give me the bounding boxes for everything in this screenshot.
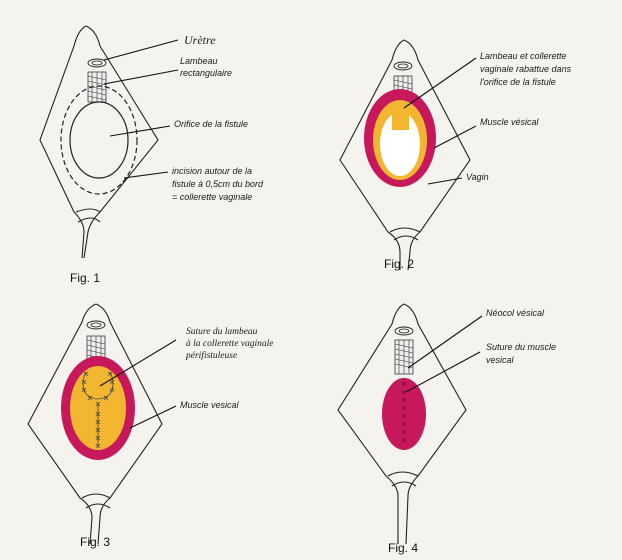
fig2-label-lambeau-1: Lambeau et collerette xyxy=(480,51,567,61)
fig4-bladder-neck xyxy=(395,340,413,374)
fig2-label-muscle: Muscle vésical xyxy=(480,117,540,127)
fig4-caption: Fig. 4 xyxy=(388,541,418,555)
fig1-label-orifice: Orifice de la fistule xyxy=(174,119,248,129)
fig2-label-vagin: Vagin xyxy=(466,172,489,182)
fig4-label-neocol: Néocol vésical xyxy=(486,308,545,318)
fig2-label-lambeau-3: l'orifice de la fistule xyxy=(480,77,556,87)
fig1-caption: Fig. 1 xyxy=(70,271,100,285)
fig4-label-suture-1: Suture du muscle xyxy=(486,342,556,352)
fig1-label-incision-2: fistule à 0,5cm du bord xyxy=(172,179,264,189)
fig3-label-suture-3: périfistuleuse xyxy=(185,350,237,361)
fig3-caption: Fig. 3 xyxy=(80,535,110,549)
fig1-label-lambeau-1: Lambeau xyxy=(180,56,218,66)
fig3-label-suture-2: à la collerette vaginale xyxy=(186,339,274,349)
fig1-label-lambeau-2: rectangulaire xyxy=(180,68,232,78)
fig2-label-lambeau-2: vaginale rabattue dans xyxy=(480,64,572,74)
fig1-label-uretre: Urètre xyxy=(184,33,216,47)
fig4-bladder-muscle xyxy=(382,378,426,450)
fig3-label-suture-1: Suture du lambeau xyxy=(186,327,258,337)
fig1-label-incision-3: = collerette vaginale xyxy=(172,192,252,202)
fig4-label-suture-2: vesical xyxy=(486,355,515,365)
fig2-folded-flap xyxy=(392,106,409,130)
fig2-caption: Fig. 2 xyxy=(384,257,414,271)
fig1-label-incision-1: incision autour de la xyxy=(172,166,252,176)
fig3-label-muscle: Muscle vesical xyxy=(180,400,240,410)
